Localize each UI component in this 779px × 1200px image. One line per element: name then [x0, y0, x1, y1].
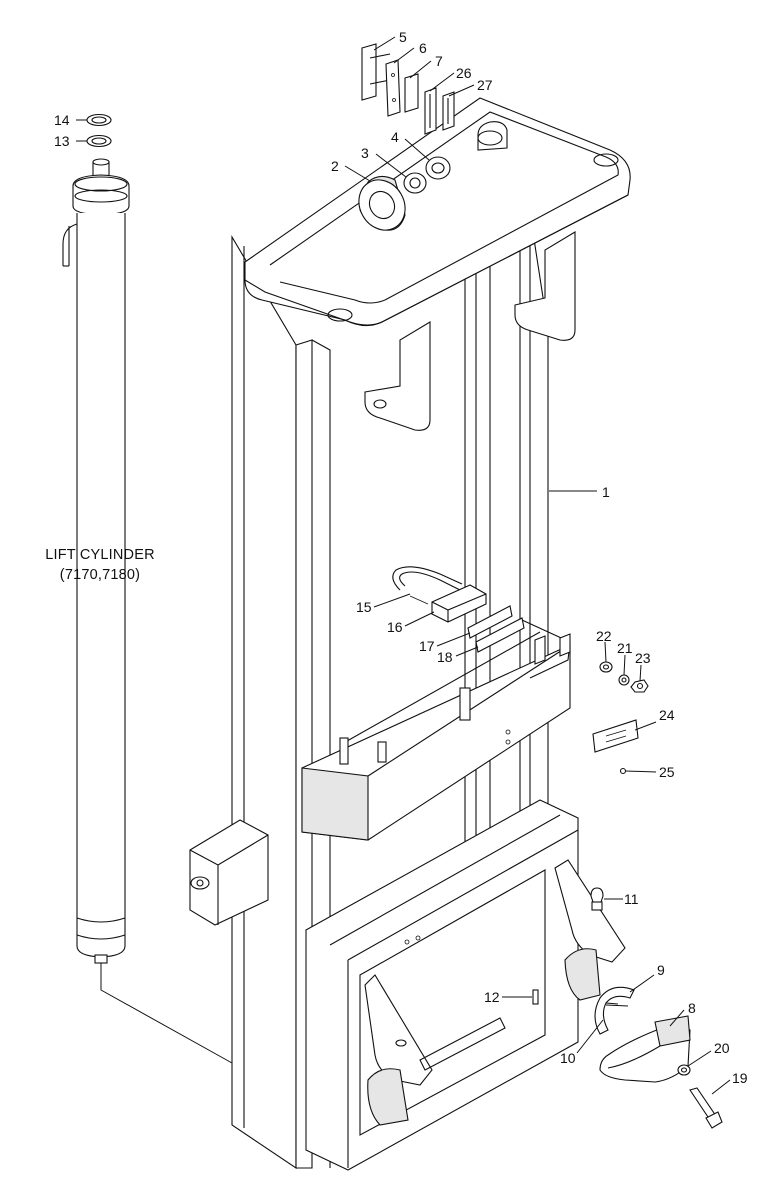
part-number-1: 1 — [602, 484, 610, 500]
part-number-19: 19 — [732, 1070, 748, 1086]
part-number-13: 13 — [54, 133, 70, 149]
part-number-10: 10 — [560, 1050, 576, 1066]
part-number-9: 9 — [657, 962, 665, 978]
bearing-and-washers — [358, 156, 451, 231]
part-number-16: 16 — [387, 619, 403, 635]
assembly-label-line1: LIFT CYLINDER — [45, 547, 155, 563]
outer-mast — [189, 97, 631, 1171]
part-number-24: 24 — [659, 707, 675, 723]
part-number-2: 2 — [331, 158, 339, 174]
part-number-15: 15 — [356, 599, 372, 615]
part-number-20: 20 — [714, 1040, 730, 1056]
part-number-11: 11 — [624, 891, 639, 907]
part-number-8: 8 — [688, 1000, 696, 1016]
o-ring-13-14 — [86, 113, 112, 148]
part-number-26: 26 — [456, 65, 472, 81]
part-number-3: 3 — [361, 145, 369, 161]
part-number-21: 21 — [617, 640, 633, 656]
part-number-22: 22 — [596, 628, 612, 644]
bolt-19-washer-20 — [677, 1064, 723, 1129]
part-number-25: 25 — [659, 764, 675, 780]
part-number-7: 7 — [435, 53, 443, 69]
nuts-21-22-23 — [599, 661, 649, 693]
pin-12 — [532, 989, 539, 1005]
part-number-5: 5 — [399, 29, 407, 45]
nameplate-24-25 — [592, 719, 639, 775]
bushings-8-9-10 — [594, 986, 691, 1083]
grease-fitting-11 — [590, 887, 604, 911]
part-number-18: 18 — [437, 649, 453, 665]
part-number-17: 17 — [419, 638, 435, 654]
brackets-17-18 — [467, 605, 571, 679]
part-number-6: 6 — [419, 40, 427, 56]
part-number-12: 12 — [484, 989, 500, 1005]
part-number-27: 27 — [477, 77, 493, 93]
part-number-4: 4 — [391, 129, 399, 145]
u-bolt-and-block — [392, 566, 487, 623]
lift-cylinder — [62, 158, 233, 1064]
part-number-23: 23 — [635, 650, 651, 666]
assembly-label-line2: (7170,7180) — [60, 567, 140, 583]
part-number-14: 14 — [54, 112, 70, 128]
leader-lines — [76, 36, 731, 1095]
